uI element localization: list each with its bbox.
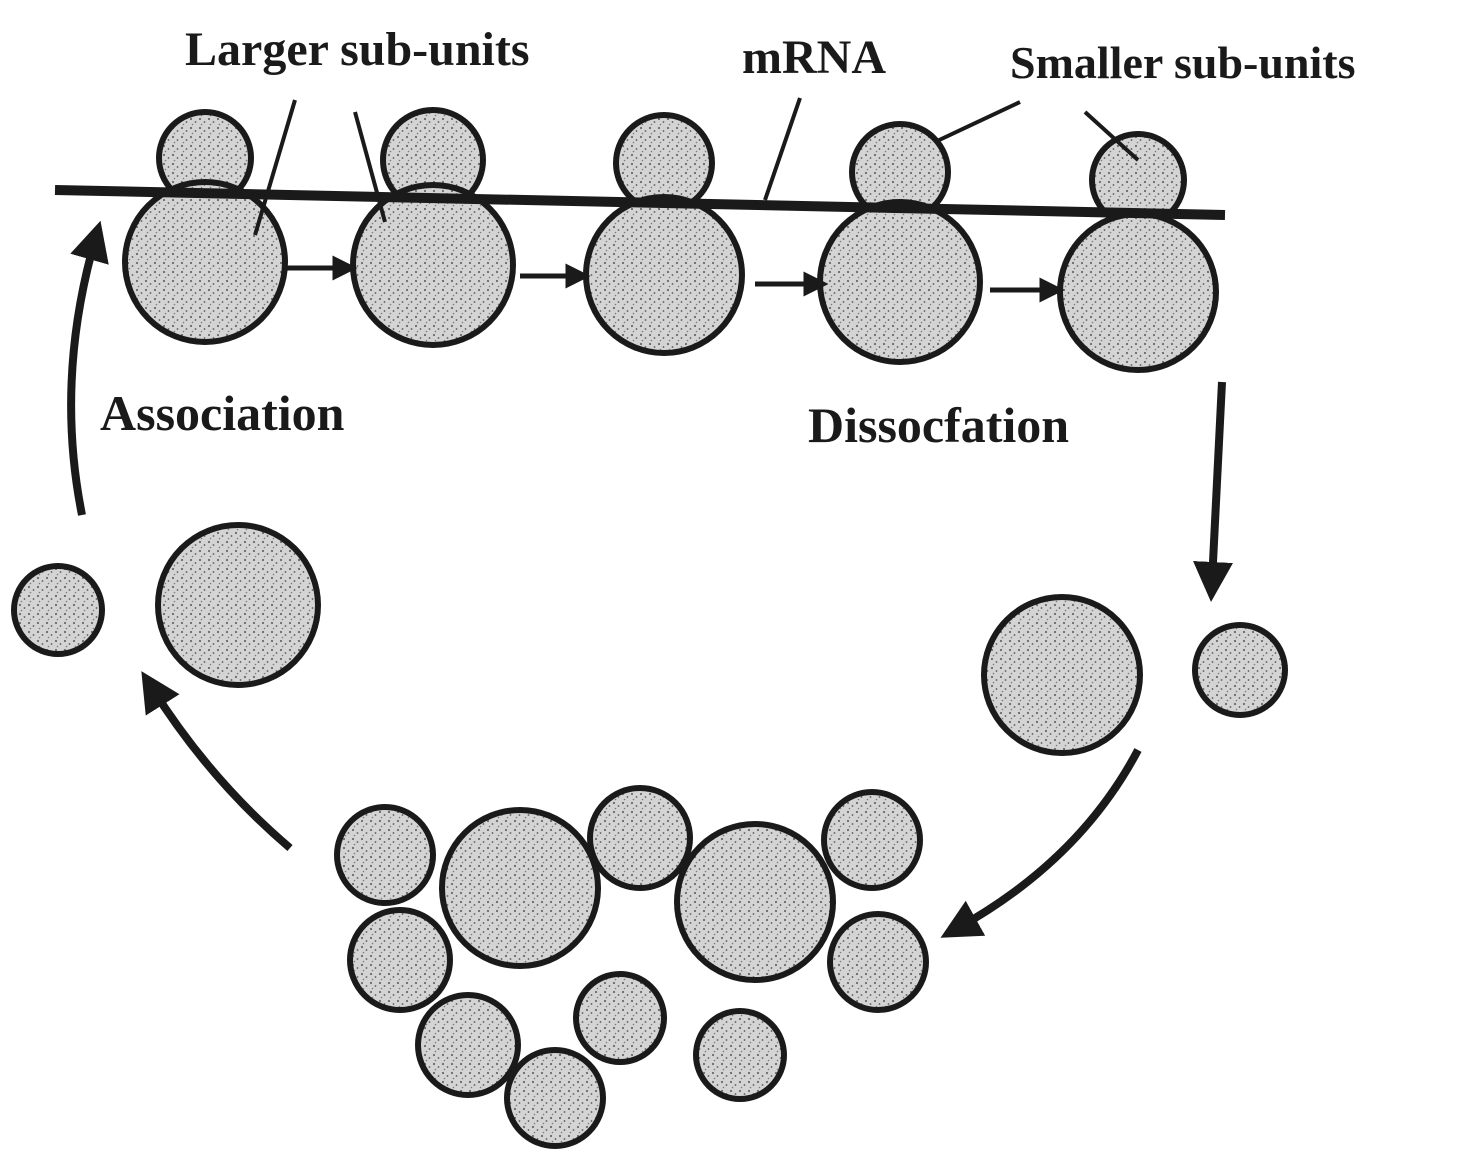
small-subunit bbox=[507, 1050, 603, 1146]
large-subunit bbox=[353, 185, 513, 345]
small-subunit bbox=[350, 910, 450, 1010]
small-subunit bbox=[696, 1011, 784, 1099]
ribosome-4 bbox=[820, 124, 980, 362]
leader-line-3 bbox=[765, 98, 800, 200]
mrna-label: mRNA bbox=[742, 34, 886, 82]
ribosome-5 bbox=[1060, 134, 1216, 370]
leader-line-4 bbox=[935, 102, 1020, 142]
small-subunit bbox=[337, 807, 433, 903]
ribosome-3 bbox=[586, 115, 742, 353]
large-subunit bbox=[1060, 214, 1216, 370]
small-subunit bbox=[830, 914, 926, 1010]
large-subunit bbox=[586, 197, 742, 353]
small-subunit bbox=[14, 566, 102, 654]
small-subunit bbox=[590, 788, 690, 888]
small-subunit bbox=[824, 792, 920, 888]
smaller-subunits-label: Smaller sub-units bbox=[1010, 40, 1356, 86]
separated-pair-right bbox=[984, 597, 1285, 753]
association-label: Association bbox=[100, 388, 344, 438]
large-subunit bbox=[125, 182, 285, 342]
subunit-pool bbox=[337, 788, 926, 1146]
small-subunit bbox=[576, 974, 664, 1062]
to-pool-arrow bbox=[958, 750, 1138, 928]
small-subunit bbox=[418, 995, 518, 1095]
large-subunit bbox=[158, 525, 318, 685]
large-subunit bbox=[442, 810, 598, 966]
small-subunit bbox=[1195, 625, 1285, 715]
leader-line-1 bbox=[255, 100, 295, 235]
large-subunit bbox=[984, 597, 1140, 753]
large-subunit bbox=[677, 824, 833, 980]
free-subunits bbox=[14, 525, 1285, 1146]
from-pool-arrow bbox=[152, 688, 290, 848]
larger-subunits-label: Larger sub-units bbox=[185, 26, 530, 74]
dissociation-arrow bbox=[1212, 382, 1222, 582]
separated-pair-left bbox=[14, 525, 318, 685]
ribosome-1 bbox=[125, 112, 285, 342]
translating-ribosomes bbox=[125, 110, 1216, 370]
ribosome-2 bbox=[353, 110, 513, 345]
association-arrow bbox=[71, 240, 95, 515]
dissociation-label: Dissocfation bbox=[808, 400, 1069, 450]
large-subunit bbox=[820, 202, 980, 362]
